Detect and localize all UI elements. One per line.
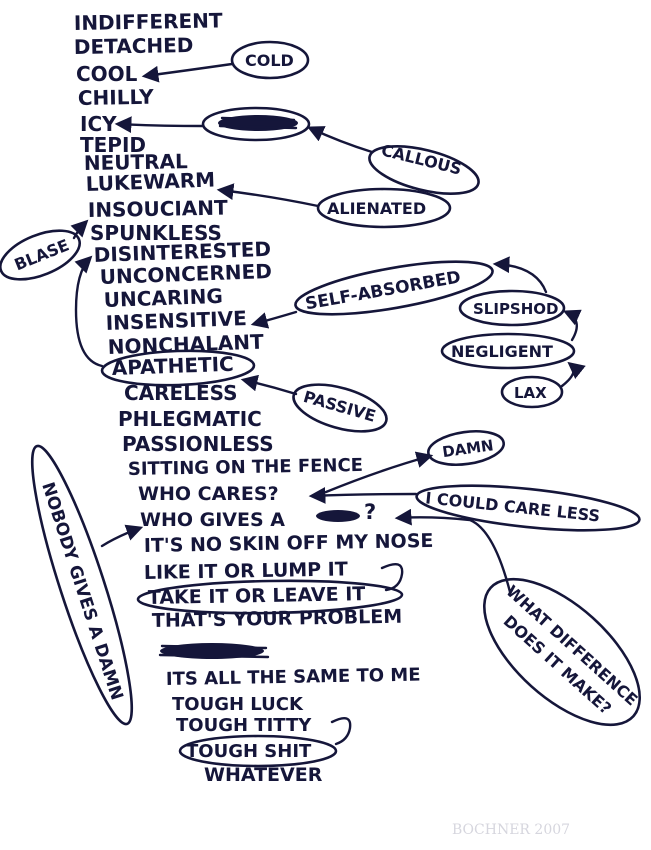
word-tough-titty: TOUGH TITTY bbox=[176, 715, 312, 736]
bubble-could-care-less-outline bbox=[415, 484, 641, 532]
word-icy: ICY bbox=[80, 112, 117, 136]
arrow-icy-bubble-to-icy bbox=[114, 116, 205, 134]
arrow-lax-to-negligent bbox=[560, 361, 586, 388]
arrow-apathetic-loop-to-disinterested bbox=[74, 255, 104, 368]
word-indifferent: INDIFFERENT bbox=[74, 8, 223, 35]
bubble-nobody-outline bbox=[30, 444, 134, 726]
word-cool: COOL bbox=[76, 62, 138, 86]
bubble-apathetic-outline bbox=[100, 349, 256, 387]
word-all-the-same-to-me: ITS ALL THE SAME TO ME bbox=[166, 665, 421, 690]
word-lukewarm: LUKEWARM bbox=[85, 167, 215, 196]
bubble-self-absorbed-label: SELF-ABSORBED bbox=[304, 267, 463, 314]
bubble-what-difference-outline bbox=[483, 577, 641, 727]
word-no-skin-off-my-nose: IT'S NO SKIN OFF MY NOSE bbox=[144, 530, 434, 557]
word-chilly: CHILLY bbox=[78, 85, 155, 110]
bubble-self-absorbed-outline bbox=[294, 260, 494, 316]
arrow-passive-to-careless bbox=[240, 374, 298, 396]
bubble-icy-outline bbox=[201, 106, 311, 142]
loop-tough-titty-to-tough-shit bbox=[330, 716, 352, 746]
word-insensitive: INSENSITIVE bbox=[105, 306, 247, 335]
word-tepid: TEPID bbox=[80, 133, 146, 157]
loop-lump-it-to-take-it bbox=[380, 562, 404, 592]
arrow-alienated-to-lukewarm bbox=[216, 183, 320, 208]
arrow-cold-to-cool bbox=[141, 62, 234, 83]
arrow-blase-to-insouciant bbox=[70, 219, 89, 240]
arrow-negligent-to-slipshod bbox=[562, 309, 582, 342]
arrow-who-cares-to-damn bbox=[324, 451, 434, 494]
arrows bbox=[70, 62, 586, 746]
word-who-gives-a: WHO GIVES A bbox=[140, 509, 285, 531]
bubble-lax-outline bbox=[500, 375, 564, 409]
bubble-could-care-less-label: I COULD CARE LESS bbox=[425, 488, 601, 525]
bubble-passive-outline bbox=[292, 383, 388, 433]
bubble-slipshod-label: SLIPSHOD bbox=[473, 300, 559, 318]
bubble-alienated-outline bbox=[316, 187, 452, 229]
word-list: INDIFFERENT DETACHED COOL CHILLY ICY TEP… bbox=[74, 8, 434, 786]
arrow-slipshod-to-self-absorbed bbox=[492, 256, 548, 294]
word-thats-your-problem: THAT'S YOUR PROBLEM bbox=[152, 606, 403, 632]
word-nonchalant: NONCHALANT bbox=[107, 330, 264, 359]
word-passionless: PASSIONLESS bbox=[122, 432, 274, 456]
word-insouciant: INSOUCIANT bbox=[88, 196, 229, 222]
word-who-cares: WHO CARES? bbox=[138, 483, 279, 505]
bubble-cold-label: COLD bbox=[245, 51, 294, 70]
word-spunkless: SPUNKLESS bbox=[90, 221, 222, 245]
bubble-negligent-outline bbox=[440, 332, 576, 370]
scribble-icy-bubble bbox=[218, 115, 298, 131]
bubble-lax-label: LAX bbox=[514, 384, 547, 402]
bubble-blase-outline bbox=[0, 229, 81, 281]
arrow-what-difference-to-who-gives bbox=[394, 508, 512, 594]
word-uncaring: UNCARING bbox=[103, 284, 223, 312]
arrow-self-absorbed-to-insensitive bbox=[250, 310, 298, 329]
artist-signature: BOCHNER 2007 bbox=[452, 822, 570, 838]
bubble-alienated-label: ALIENATED bbox=[327, 199, 426, 218]
word-tough-shit: TOUGH SHIT bbox=[186, 741, 312, 762]
bubble-negligent-label: NEGLIGENT bbox=[451, 342, 553, 361]
word-phlegmatic: PHLEGMATIC bbox=[118, 407, 262, 431]
word-tough-luck: TOUGH LUCK bbox=[172, 694, 304, 715]
word-sitting-on-the-fence: SITTING ON THE FENCE bbox=[128, 455, 363, 480]
bubble-nobody-label: NOBODY GIVES A DAMN bbox=[37, 480, 126, 703]
word-who-gives-a-question: ? bbox=[364, 500, 376, 524]
scribble-marks bbox=[158, 115, 360, 659]
bubble-callous-label: CALLOUS bbox=[379, 140, 463, 178]
bubble-slipshod-outline bbox=[458, 289, 566, 327]
arrow-could-care-less-to-who-cares bbox=[308, 487, 418, 504]
scribble-between-lines bbox=[158, 643, 270, 659]
bubble-cold-outline bbox=[230, 40, 310, 80]
bubble-callous-outline bbox=[368, 145, 480, 195]
word-like-it-or-lump-it: LIKE IT OR LUMP IT bbox=[144, 558, 348, 584]
word-detached: DETACHED bbox=[74, 33, 194, 59]
word-neutral: NEUTRAL bbox=[84, 149, 189, 175]
word-whatever: WHATEVER bbox=[204, 764, 323, 786]
scribble-who-gives-a bbox=[316, 510, 360, 522]
bubble-damn-label: DAMN bbox=[441, 436, 495, 461]
arrow-nobody-to-who-gives bbox=[100, 524, 144, 548]
arrow-callous-to-icy-bubble bbox=[306, 126, 374, 154]
bubble-take-it-outline bbox=[136, 579, 404, 615]
bubble-tough-shit-outline bbox=[178, 734, 338, 768]
